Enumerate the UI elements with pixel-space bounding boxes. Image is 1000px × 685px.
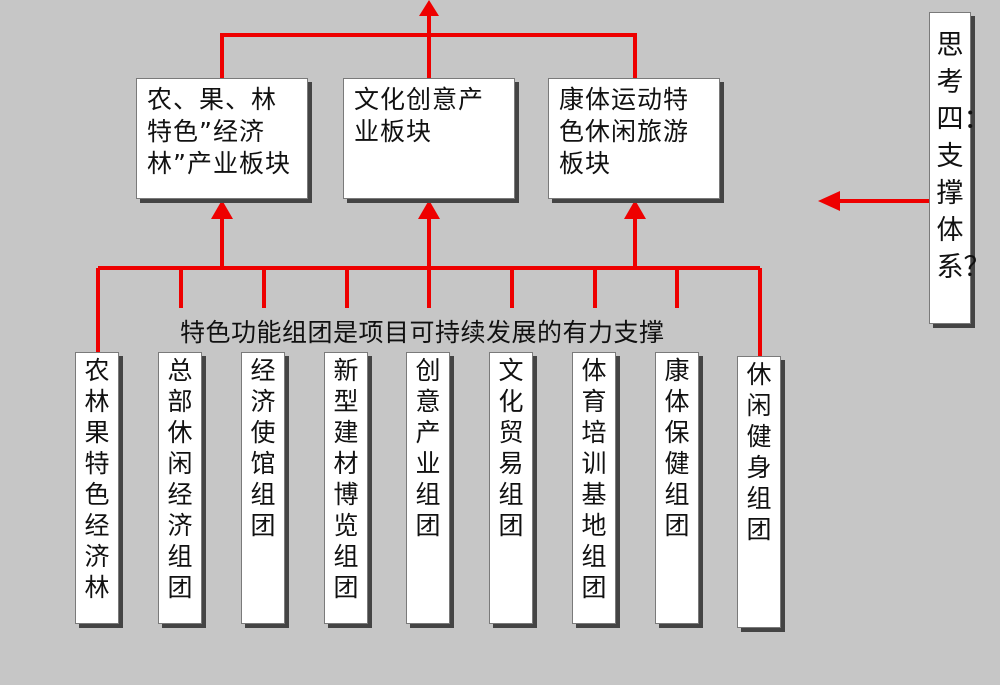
sector-box-sports-leisure: 康体运动特色休闲旅游板块 xyxy=(548,78,720,199)
cluster-box-3: 经济使馆组团 xyxy=(241,352,285,624)
cluster-label-1: 农林果特色经济林 xyxy=(84,356,110,602)
arrowhead-sector-1 xyxy=(211,200,233,219)
cluster-box-2: 总部休闲经济组团 xyxy=(158,352,202,624)
cluster-label-8: 康体保健组团 xyxy=(664,356,690,540)
sector-box-cultural-creative: 文化创意产业板块 xyxy=(343,78,515,199)
cluster-box-4: 新型建材博览组团 xyxy=(324,352,368,624)
arrowhead-sector-3 xyxy=(624,200,646,219)
cluster-label-7: 体育培训基地组团 xyxy=(581,356,607,602)
arrowhead-sector-2 xyxy=(418,200,440,219)
cluster-label-6: 文化贸易组团 xyxy=(498,356,524,540)
sector-box-agri-forestry: 农、果、林特色”经济林”产业板块 xyxy=(136,78,308,199)
cluster-label-2: 总部休闲经济组团 xyxy=(167,356,193,602)
side-note-label: 思考四：支撑体系？ xyxy=(936,30,991,283)
cluster-label-5: 创意产业组团 xyxy=(415,356,441,540)
arrowhead-side xyxy=(818,191,840,211)
side-note-box: 思考四：支撑体系？ xyxy=(929,12,991,324)
arrowhead-top xyxy=(419,0,439,16)
cluster-box-1: 农林果特色经济林 xyxy=(75,352,119,624)
cluster-box-6: 文化贸易组团 xyxy=(489,352,533,624)
support-caption: 特色功能组团是项目可持续发展的有力支撑 xyxy=(180,318,665,347)
cluster-label-4: 新型建材博览组团 xyxy=(333,356,359,602)
cluster-box-7: 体育培训基地组团 xyxy=(572,352,616,624)
cluster-box-5: 创意产业组团 xyxy=(406,352,450,624)
cluster-label-9: 休闲健身组团 xyxy=(746,360,772,544)
cluster-label-3: 经济使馆组团 xyxy=(250,356,276,540)
cluster-box-9: 休闲健身组团 xyxy=(737,356,781,628)
cluster-box-8: 康体保健组团 xyxy=(655,352,699,624)
